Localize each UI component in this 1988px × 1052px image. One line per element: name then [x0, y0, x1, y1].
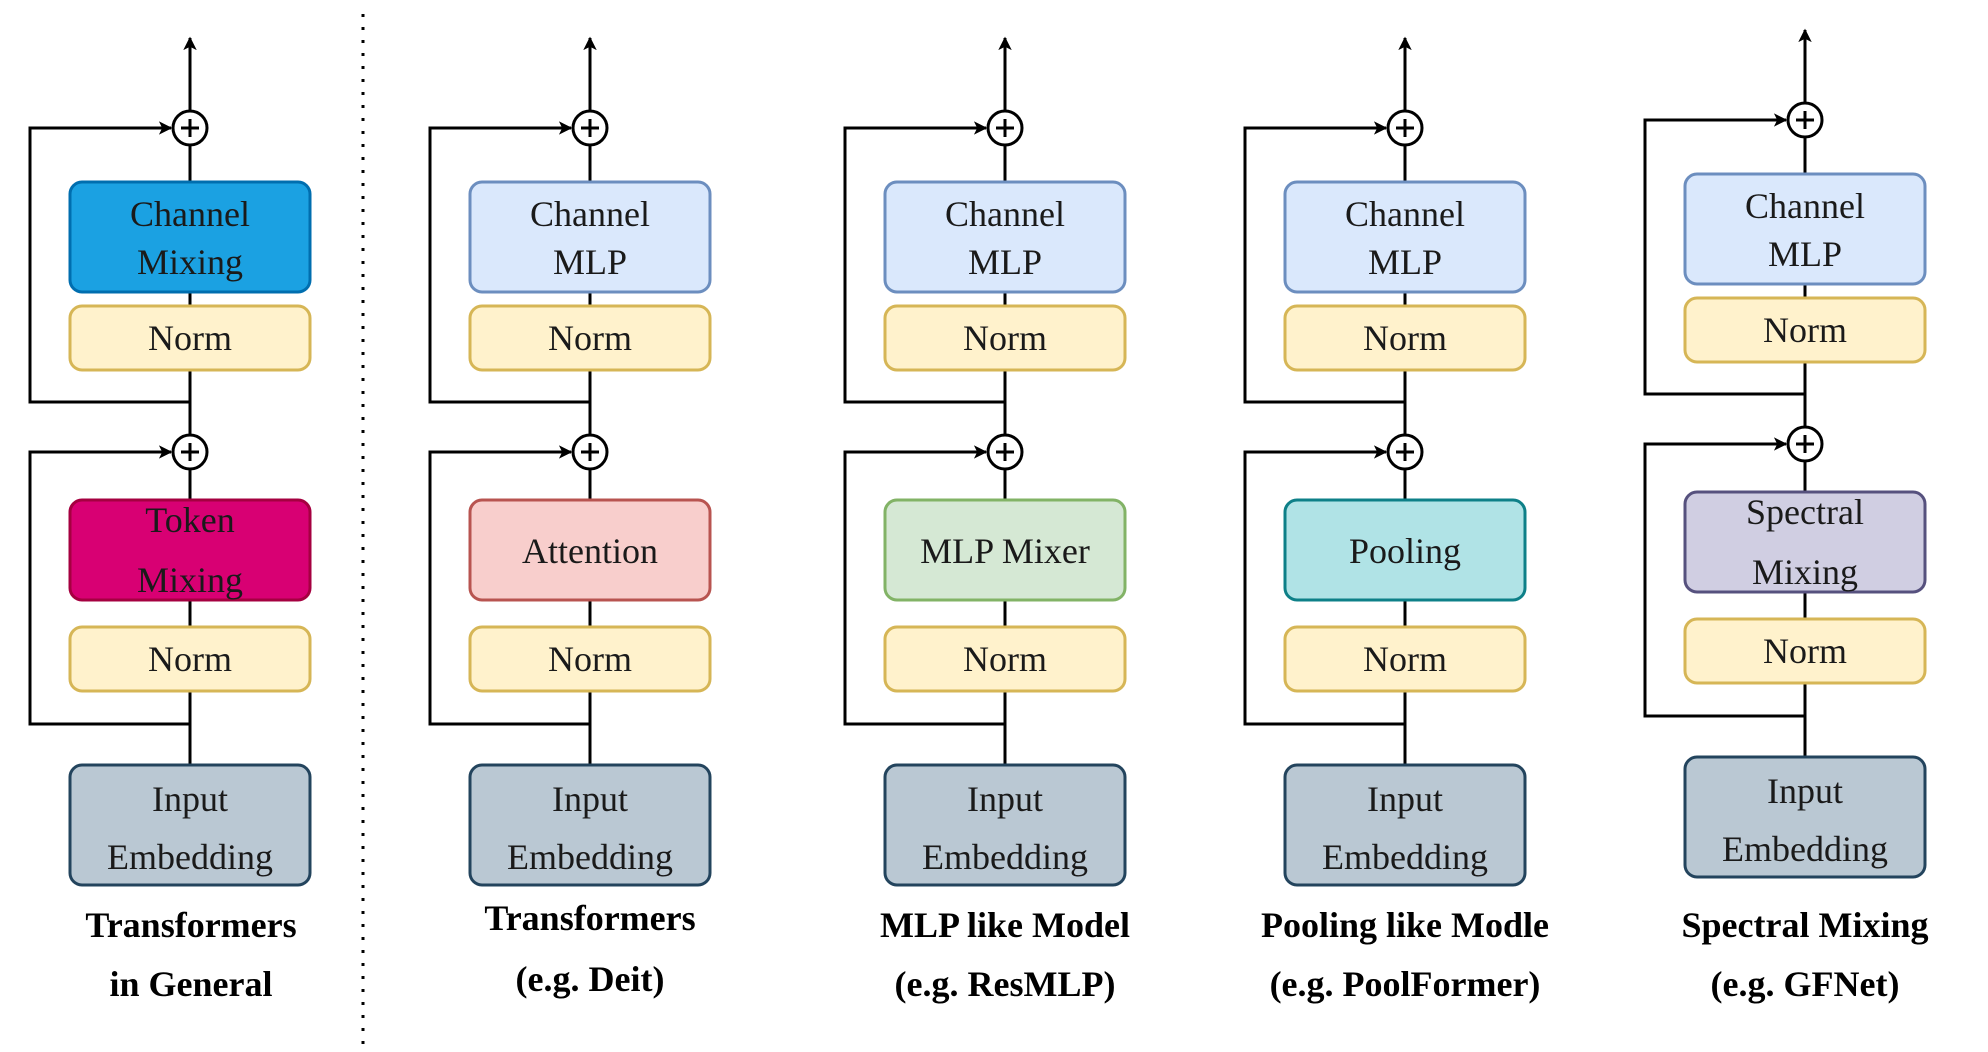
- circle-plus-icon: [1786, 101, 1824, 139]
- caption-line2: (e.g. Deit): [516, 959, 665, 999]
- norm-label-lower: Norm: [548, 639, 632, 679]
- input-label-line2: Embedding: [507, 837, 673, 877]
- norm-block-lower: [68, 625, 312, 693]
- channel-label-line1: Channel: [530, 194, 650, 234]
- caption-line2: in General: [110, 964, 273, 1004]
- block-column-4: ChannelMLPNormPoolingNormInputEmbeddingP…: [1243, 36, 1549, 1004]
- circle-plus-icon: [986, 109, 1024, 147]
- channel-label-line1: Channel: [1345, 194, 1465, 234]
- token-block: [468, 498, 712, 602]
- norm-block-upper: [1683, 296, 1927, 364]
- token-label-line2: Mixing: [137, 560, 243, 600]
- channel-label-line2: Mixing: [137, 242, 243, 282]
- token-label: MLP Mixer: [920, 531, 1090, 571]
- circle-plus-icon: [986, 433, 1024, 471]
- residual-connection-lower: [28, 445, 190, 726]
- channel-label-line1: Channel: [1745, 186, 1865, 226]
- input-label-line1: Input: [152, 779, 228, 819]
- token-label: Pooling: [1349, 531, 1461, 571]
- caption-line1: Pooling like Modle: [1261, 905, 1549, 945]
- input-label-line2: Embedding: [922, 837, 1088, 877]
- norm-block-upper: [883, 304, 1127, 372]
- input-label-line2: Embedding: [1722, 829, 1888, 869]
- channel-block: [883, 180, 1127, 294]
- token-label-line2: Mixing: [1752, 552, 1858, 592]
- norm-block-lower: [1683, 617, 1927, 685]
- norm-label-upper: Norm: [1363, 318, 1447, 358]
- channel-block: [1283, 180, 1527, 294]
- residual-connection-upper: [428, 121, 590, 404]
- caption-line1: Transformers: [85, 905, 296, 945]
- norm-block-upper: [468, 304, 712, 372]
- residual-connection-upper: [843, 121, 1005, 404]
- channel-block: [1683, 172, 1927, 286]
- residual-connection-lower: [1243, 445, 1405, 726]
- channel-label-line1: Channel: [945, 194, 1065, 234]
- norm-label-lower: Norm: [1363, 639, 1447, 679]
- circle-plus-icon: [571, 109, 609, 147]
- token-label: Attention: [522, 531, 658, 571]
- caption-line1: Transformers: [484, 898, 695, 938]
- norm-label-lower: Norm: [1763, 631, 1847, 671]
- channel-label-line1: Channel: [130, 194, 250, 234]
- norm-block-upper: [1283, 304, 1527, 372]
- caption-line2: (e.g. ResMLP): [895, 964, 1116, 1004]
- norm-label-upper: Norm: [148, 318, 232, 358]
- caption-line2: (e.g. GFNet): [1711, 964, 1900, 1004]
- residual-connection-lower: [428, 445, 590, 726]
- channel-label-line2: MLP: [553, 242, 627, 282]
- norm-block-upper: [68, 304, 312, 372]
- channel-label-line2: MLP: [1768, 234, 1842, 274]
- circle-plus-icon: [171, 109, 209, 147]
- block-column-5: ChannelMLPNormSpectralMixingNormInputEmb…: [1643, 28, 1929, 1004]
- token-block: [1283, 498, 1527, 602]
- caption-line1: Spectral Mixing: [1682, 905, 1929, 945]
- token-block: [68, 498, 312, 602]
- input-label-line2: Embedding: [107, 837, 273, 877]
- input-embedding-block: [468, 763, 712, 887]
- norm-block-lower: [883, 625, 1127, 693]
- input-embedding-block: [1683, 755, 1927, 879]
- circle-plus-icon: [571, 433, 609, 471]
- token-block: [1683, 490, 1927, 594]
- input-label-line2: Embedding: [1322, 837, 1488, 877]
- input-label-line1: Input: [552, 779, 628, 819]
- circle-plus-icon: [1386, 109, 1424, 147]
- residual-connection-upper: [1243, 121, 1405, 404]
- channel-block: [68, 180, 312, 294]
- residual-connection-lower: [843, 445, 1005, 726]
- norm-block-lower: [1283, 625, 1527, 693]
- input-embedding-block: [68, 763, 312, 887]
- norm-block-lower: [468, 625, 712, 693]
- norm-label-upper: Norm: [548, 318, 632, 358]
- caption-line2: (e.g. PoolFormer): [1270, 964, 1541, 1004]
- caption-line1: MLP like Model: [880, 905, 1130, 945]
- residual-connection-upper: [28, 121, 190, 404]
- residual-connection-upper: [1643, 113, 1805, 396]
- input-embedding-block: [1283, 763, 1527, 887]
- circle-plus-icon: [1786, 425, 1824, 463]
- norm-label-lower: Norm: [963, 639, 1047, 679]
- channel-block: [468, 180, 712, 294]
- norm-label-lower: Norm: [148, 639, 232, 679]
- residual-connection-lower: [1643, 437, 1805, 718]
- norm-label-upper: Norm: [1763, 310, 1847, 350]
- input-embedding-block: [883, 763, 1127, 887]
- input-label-line1: Input: [1367, 779, 1443, 819]
- input-label-line1: Input: [967, 779, 1043, 819]
- channel-label-line2: MLP: [1368, 242, 1442, 282]
- norm-label-upper: Norm: [963, 318, 1047, 358]
- circle-plus-icon: [171, 433, 209, 471]
- token-label-line1: Spectral: [1746, 492, 1864, 532]
- block-column-1: ChannelMixingNormTokenMixingNormInputEmb…: [28, 36, 312, 1004]
- input-label-line1: Input: [1767, 771, 1843, 811]
- token-block: [883, 498, 1127, 602]
- block-column-2: ChannelMLPNormAttentionNormInputEmbeddin…: [428, 36, 712, 999]
- token-label-line1: Token: [145, 500, 234, 540]
- circle-plus-icon: [1386, 433, 1424, 471]
- channel-label-line2: MLP: [968, 242, 1042, 282]
